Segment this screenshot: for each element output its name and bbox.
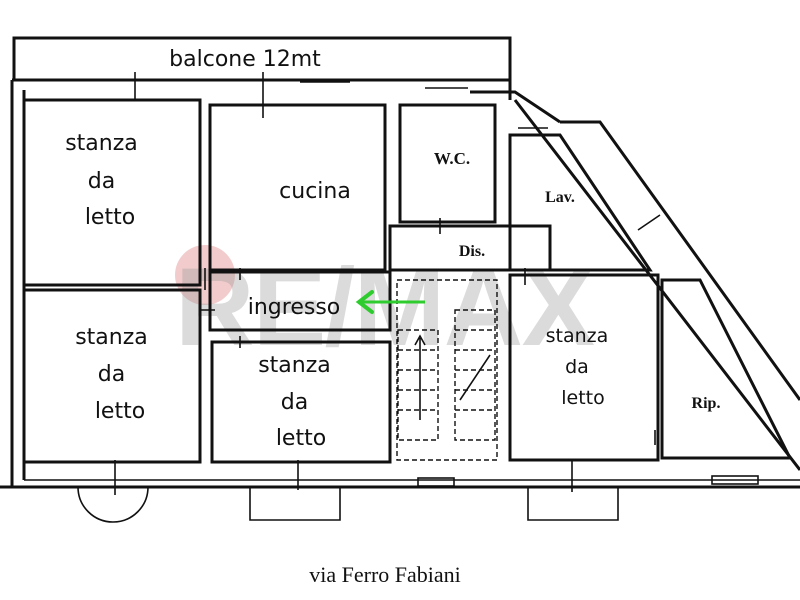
bedroom-bottom-left-label: stanza da letto <box>75 325 155 424</box>
window-marks <box>114 72 661 495</box>
bedroom-top-left-label: stanza da letto <box>65 131 145 230</box>
bedroom-right-label: stanza da letto <box>546 325 615 409</box>
bay-window <box>77 486 149 523</box>
entrance-label: ingresso <box>248 295 341 320</box>
wc <box>398 103 497 224</box>
front-balcony-right <box>527 487 619 521</box>
staircase <box>396 279 498 461</box>
street-label: via Ferro Fabiani <box>309 562 461 587</box>
wc-label: W.C. <box>434 149 470 168</box>
balcony-label: balcone 12mt <box>169 47 321 72</box>
bedroom-top-left <box>22 98 202 287</box>
front-balcony-left <box>249 487 341 521</box>
laundry-label: Lav. <box>545 189 575 206</box>
kitchen <box>208 103 387 272</box>
entry-door <box>417 477 455 487</box>
hallway-label: Dis. <box>459 243 485 260</box>
storage-window <box>711 475 759 485</box>
bedroom-right <box>508 273 660 462</box>
bedroom-middle <box>210 340 392 464</box>
outer-walls <box>0 78 800 489</box>
entrance-arrow <box>355 290 425 314</box>
kitchen-label: cucina <box>279 179 351 204</box>
storage-label: Rip. <box>692 395 721 412</box>
bedroom-bottom-left <box>22 288 202 464</box>
storage-room <box>660 278 793 460</box>
bedroom-middle-label: stanza da letto <box>258 353 338 451</box>
